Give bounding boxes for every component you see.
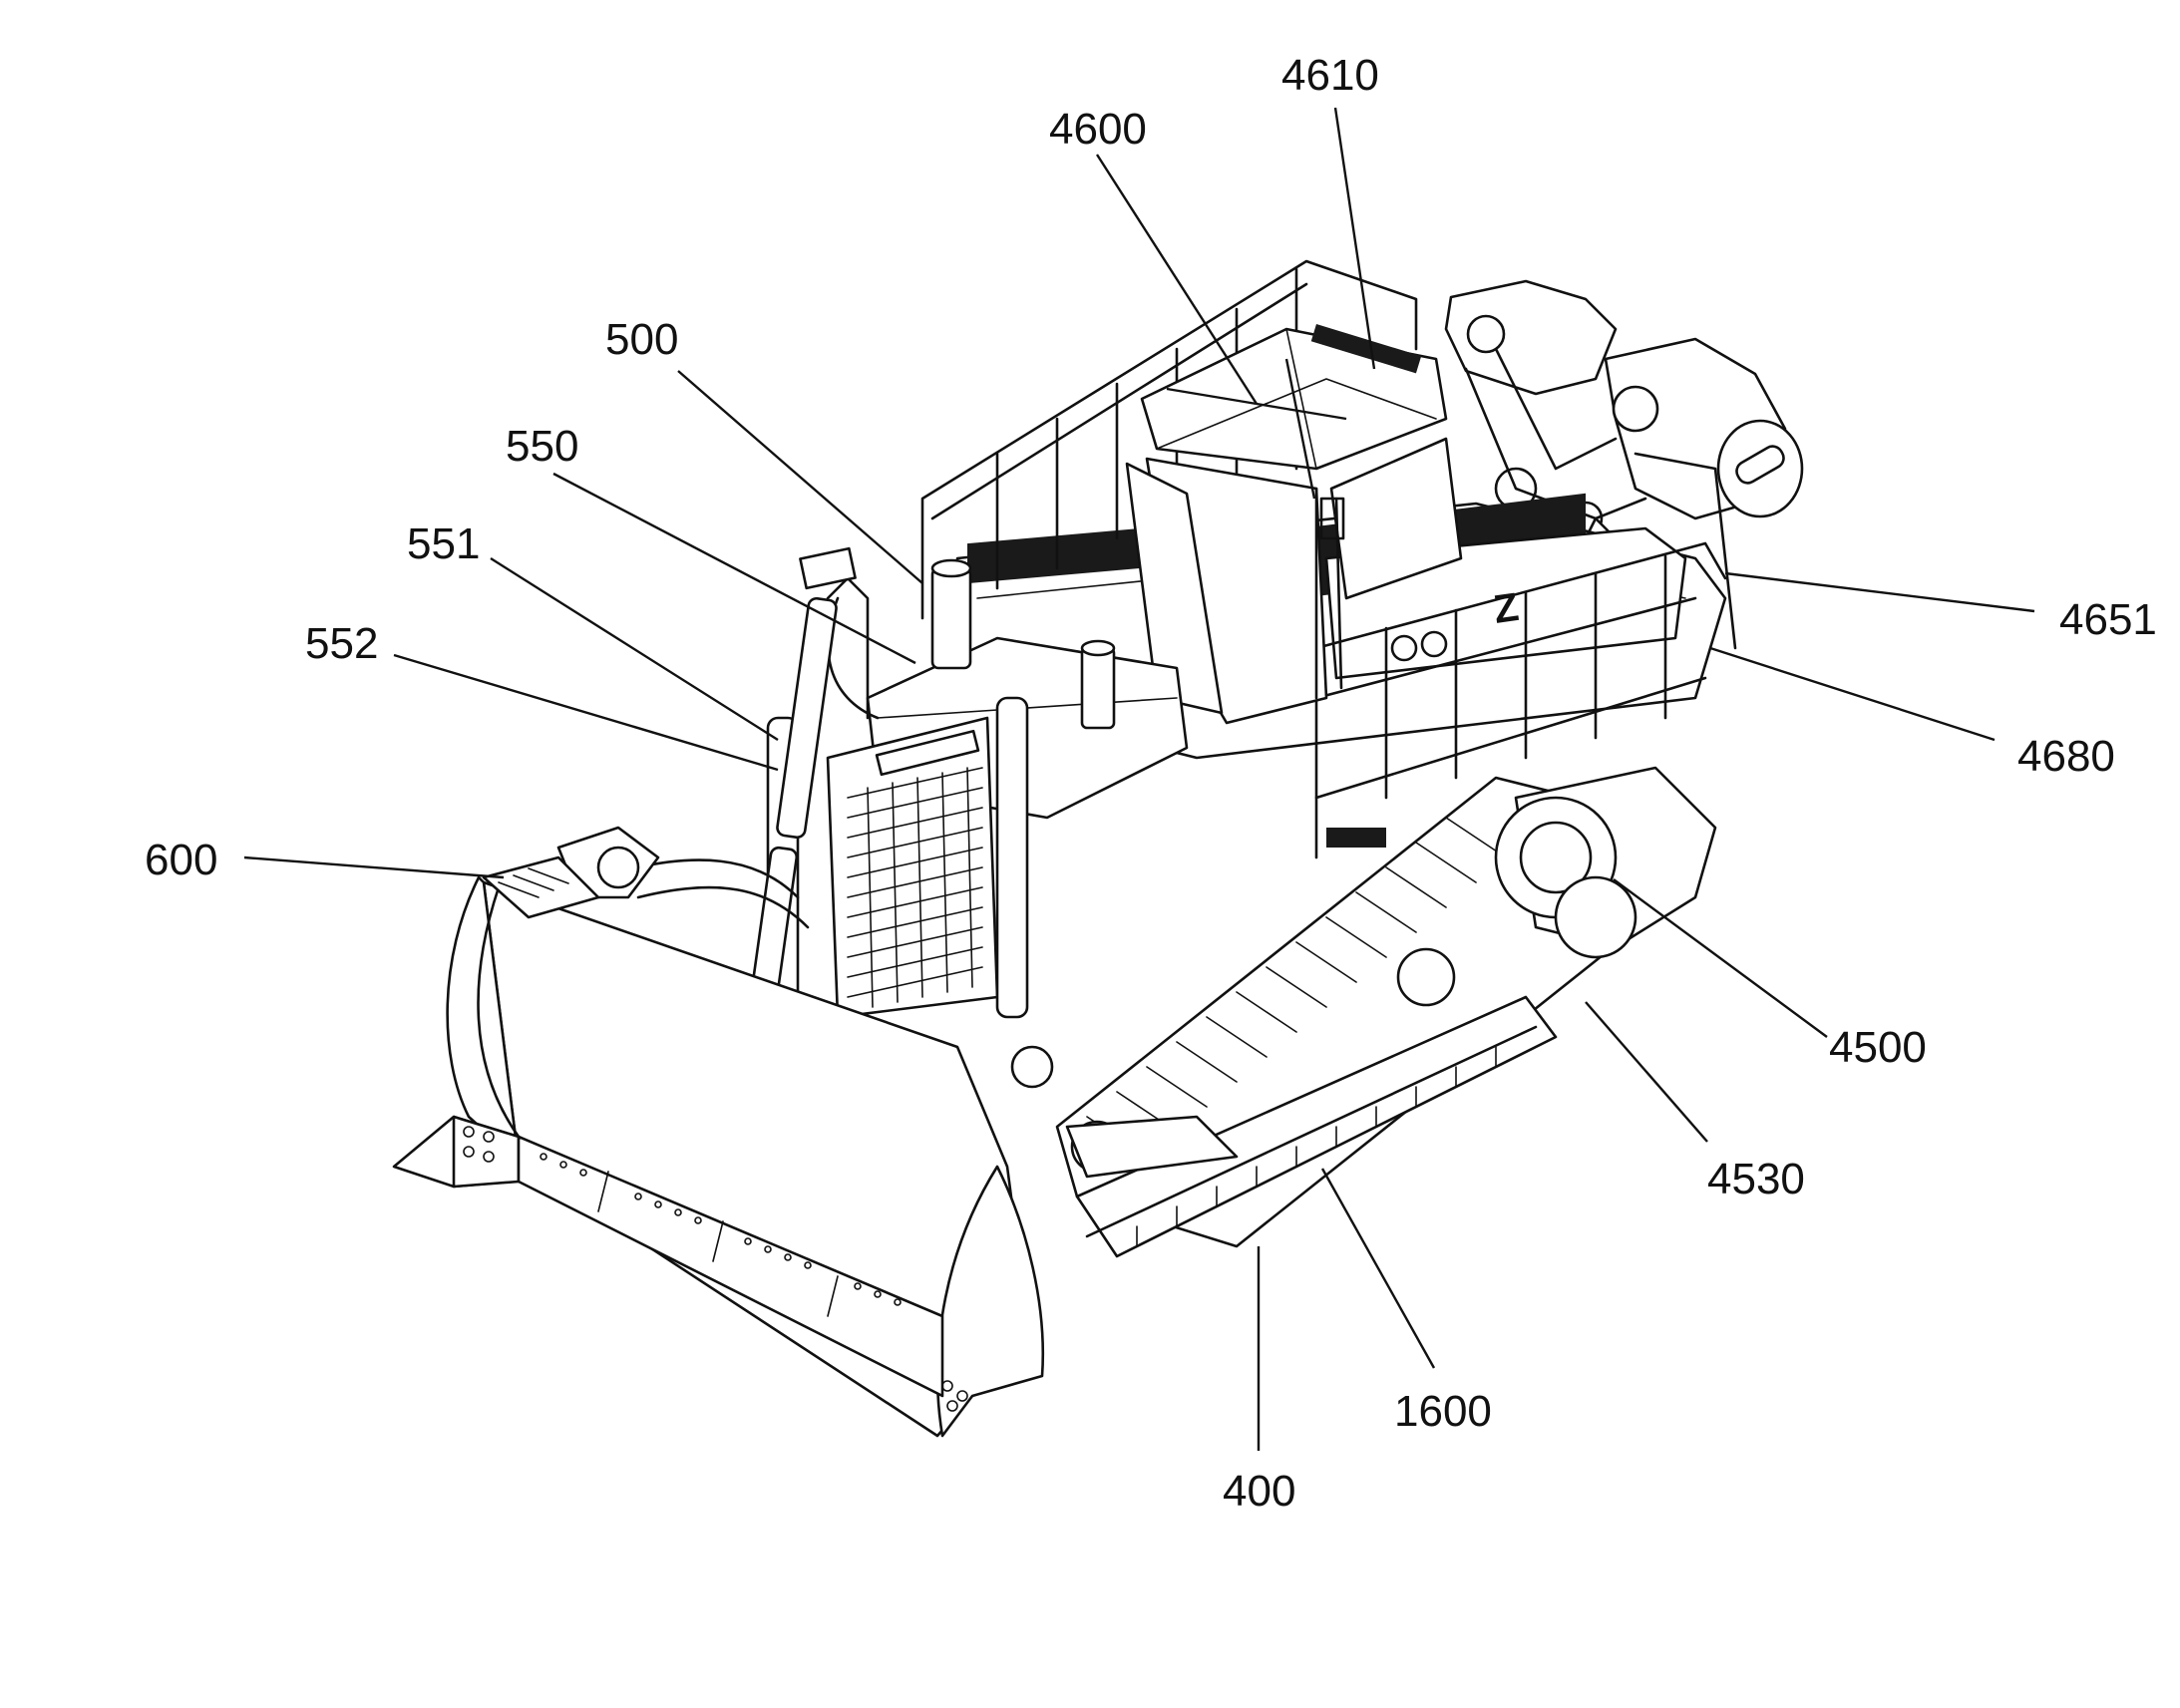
ref-label-400: 400 bbox=[1223, 1467, 1295, 1516]
leader-500 bbox=[677, 370, 923, 584]
leader-4530 bbox=[1585, 1001, 1708, 1143]
bulldozer-drawing: Z bbox=[392, 259, 1804, 1438]
ref-label-550: 550 bbox=[506, 422, 578, 471]
ref-label-4610: 4610 bbox=[1281, 51, 1379, 100]
leader-4600-d bbox=[1284, 358, 1316, 500]
leader-1600 bbox=[1320, 1168, 1436, 1369]
leader-4610 bbox=[1333, 107, 1376, 370]
ref-label-4600: 4600 bbox=[1049, 105, 1147, 154]
leader-4500 bbox=[1613, 878, 1828, 1038]
lift-cylinders bbox=[556, 596, 838, 1049]
dozer-blade bbox=[392, 855, 1045, 1438]
ref-label-552: 552 bbox=[305, 619, 378, 668]
ref-label-4530: 4530 bbox=[1707, 1155, 1805, 1203]
track-undercarriage bbox=[1010, 766, 1717, 1258]
ref-label-4500: 4500 bbox=[1829, 1023, 1927, 1072]
leader-600 bbox=[243, 855, 505, 879]
ref-label-600: 600 bbox=[145, 836, 217, 884]
leader-551 bbox=[490, 556, 779, 742]
leader-552 bbox=[393, 653, 779, 772]
ref-label-4680: 4680 bbox=[2017, 732, 2115, 781]
ref-label-551: 551 bbox=[407, 519, 480, 568]
leader-4600-a bbox=[1095, 154, 1259, 405]
leader-lines bbox=[243, 107, 2035, 1451]
leader-4680 bbox=[1709, 646, 1996, 742]
reference-labels: 4610 4600 500 550 551 552 600 4651 4680 … bbox=[145, 51, 2157, 1516]
ref-label-4651: 4651 bbox=[2059, 595, 2157, 644]
ref-label-500: 500 bbox=[605, 315, 678, 364]
leader-4600-c bbox=[1256, 402, 1347, 421]
leader-4651 bbox=[1724, 571, 2035, 613]
ref-label-1600: 1600 bbox=[1394, 1387, 1492, 1436]
leader-4600-b bbox=[1166, 387, 1258, 406]
leader-550 bbox=[552, 472, 916, 665]
platform-railing bbox=[920, 259, 1737, 859]
